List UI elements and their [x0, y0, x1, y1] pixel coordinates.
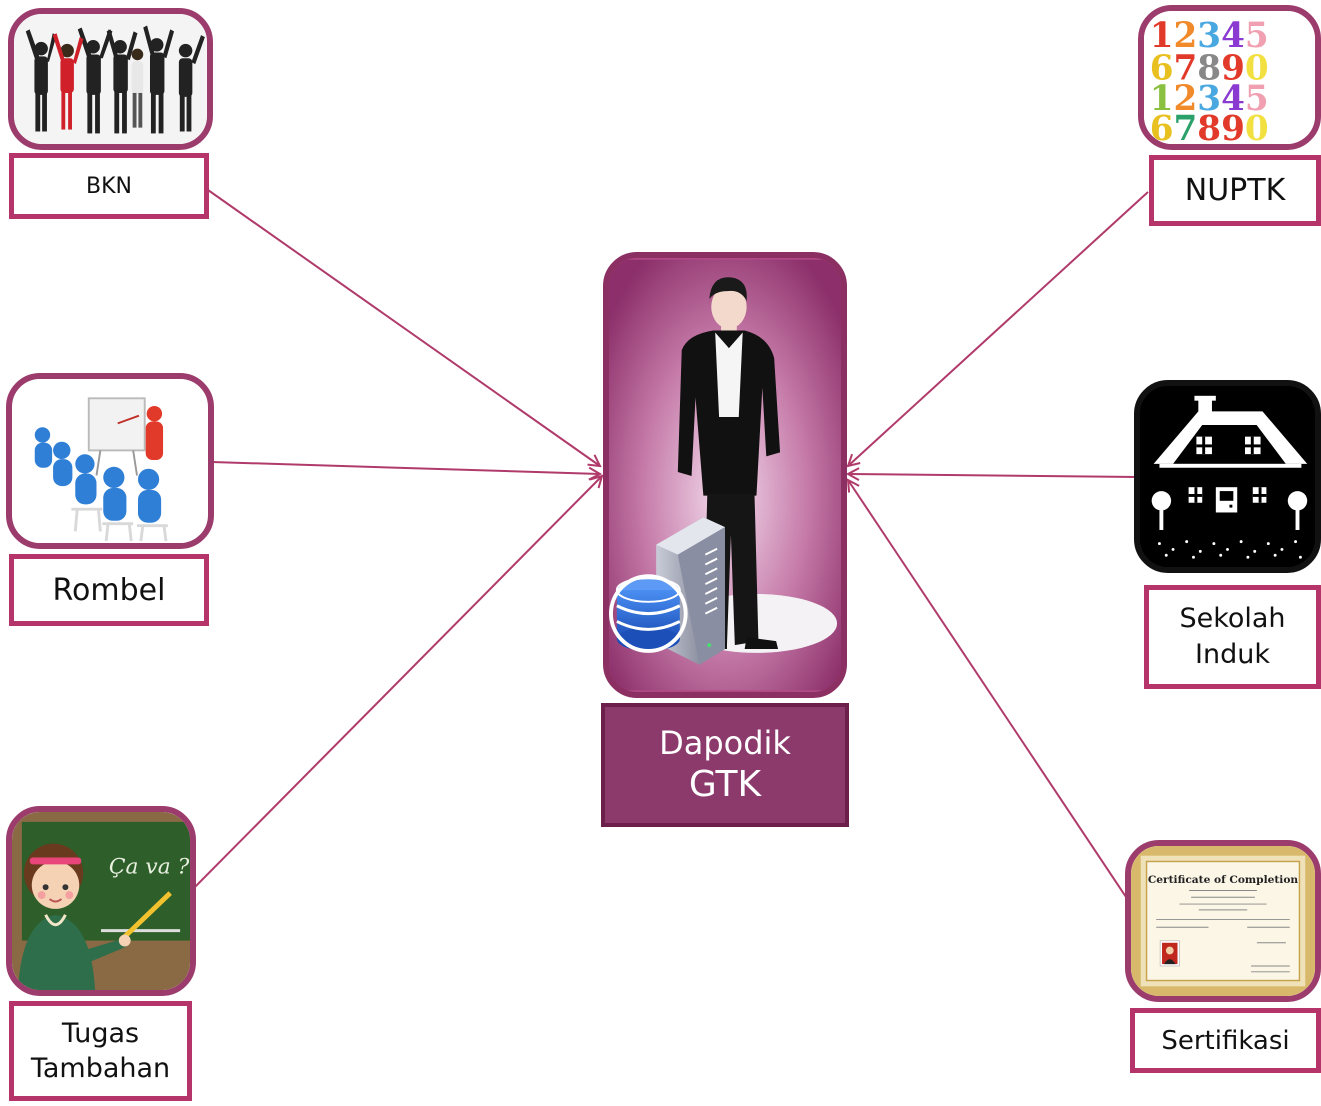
sertifikasi-label-box: Sertifikasi [1130, 1008, 1321, 1073]
numbers-row-1: 12345 [1150, 16, 1269, 56]
connector-tugas-tambahan [191, 476, 602, 891]
cheering-business-people-icon [14, 14, 207, 144]
dapodik-gtk-label-box: Dapodik GTK [601, 703, 849, 827]
tugas-tambahan-label-line1: Tugas [61, 1017, 140, 1049]
rombel-label: Rombel [52, 572, 166, 608]
rombel-label-box: Rombel [9, 554, 209, 626]
connector-nuptk [848, 191, 1149, 466]
school-house-icon [1140, 386, 1315, 567]
certificate-of-completion-icon: Certificate of Completion [1131, 846, 1315, 996]
sekolah-induk-label-line1: Sekolah [1179, 602, 1286, 634]
dapodik-gtk-image [603, 252, 847, 698]
numbers-row-4: 67890 [1150, 109, 1269, 144]
bkn-label-box: BKN [9, 153, 209, 219]
rombel-image [6, 373, 214, 549]
connector-sekolah-induk [848, 474, 1139, 477]
sertifikasi-image: Certificate of Completion [1125, 840, 1321, 1002]
chalkboard-text: Ça va ? [109, 854, 190, 879]
dapodik-gtk-label-line1: Dapodik [659, 724, 791, 763]
sertifikasi-label: Sertifikasi [1161, 1025, 1290, 1056]
bkn-image [8, 8, 213, 150]
tugas-tambahan-label-line2: Tambahan [30, 1053, 171, 1084]
tugas-tambahan-label-box: Tugas Tambahan [9, 1001, 192, 1101]
connector-rombel [211, 461, 600, 474]
sekolah-induk-label-box: Sekolah Induk [1144, 585, 1321, 689]
dapodik-gtk-label-line2: GTK [688, 763, 762, 805]
nuptk-label: NUPTK [1184, 173, 1286, 208]
nuptk-label-box: NUPTK [1149, 155, 1321, 226]
classroom-presentation-icon [13, 379, 207, 543]
certificate-title: Certificate of Completion [1148, 873, 1299, 886]
sekolah-induk-label-line2: Induk [1195, 639, 1270, 670]
tugas-tambahan-image: Ça va ? [6, 806, 196, 996]
numbers-row-3: 12345 [1150, 79, 1269, 119]
bkn-label: BKN [86, 173, 132, 199]
nuptk-image: 12345 67890 12345 67890 [1138, 5, 1321, 150]
teacher-at-chalkboard-icon: Ça va ? [12, 812, 190, 990]
connector-sertifikasi [848, 480, 1129, 901]
connector-bkn [207, 189, 600, 466]
colorful-numbers-icon: 12345 67890 12345 67890 [1144, 11, 1315, 144]
businessman-with-database-server-icon [609, 259, 841, 691]
sekolah-induk-image [1134, 380, 1321, 573]
numbers-row-2: 67890 [1150, 48, 1269, 88]
